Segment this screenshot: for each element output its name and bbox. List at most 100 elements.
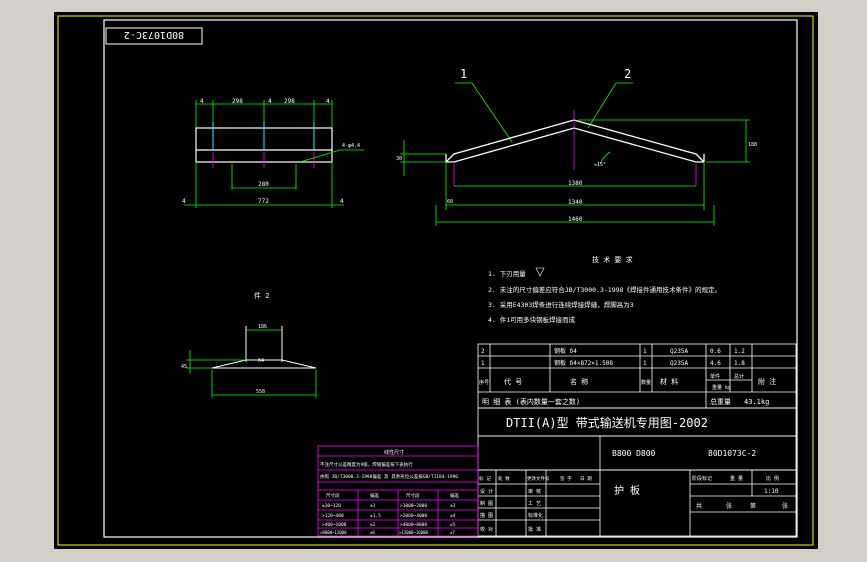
front-view: 1 2 30 188 ≈15° 1380 1340 1460 60 [396,67,757,226]
dim-298b: 298 [284,98,295,105]
tol-r3-c2: ±2 [370,522,376,528]
technical-notes: 技 术 要 求 1. 下刃用量 2. 未注的尺寸偏差应符合JB/T3000.3-… [488,255,721,324]
dim-1340: 1340 [568,199,583,206]
note-2: 2. 未注的尺寸偏差应符合JB/T3000.3-1998《焊接件通用技术条件》的… [488,285,721,294]
dim-1460: 1460 [568,216,583,223]
tol-r2-c3: >2000~4000 [400,513,427,519]
hdr-count: 处 数 [498,475,510,482]
bom-total-label: 总重量 [710,397,731,406]
bom-h-no: 序号 [479,379,489,386]
role-process: 工 艺 [528,501,541,507]
dim-30: 30 [396,156,402,162]
dim-772: 772 [258,198,269,205]
tol-title: 线性尺寸 [384,449,404,456]
role-standard: 标准化 [528,512,543,519]
tol-r2-c1: >120~400 [322,513,344,519]
tol-h-3: 尺寸段 [406,492,420,499]
bom-h-qty: 数量 [641,379,651,386]
dim-4d: 4 [182,198,186,205]
sheet-total-unit: 张 [726,502,732,510]
bom-r1-mat: Q235A [670,360,688,367]
sheet-current-unit: 张 [782,502,788,510]
scale-label: 比 例 [766,475,779,482]
role-approve: 批 准 [528,526,541,533]
callout-2: 2 [624,67,631,81]
part-name: 护 板 [614,484,640,497]
bom-r1-no: 1 [481,360,485,367]
hdr-date: 日 期 [580,476,592,482]
tol-r4-c3: >12000~16000 [399,530,428,535]
bom-r2-total: 1.2 [734,348,745,355]
sheet-current: 第 [750,502,756,510]
bom-r2-qty: 1 [643,348,647,355]
tol-line-1: 不注尺寸公差精度为9级，焊缝偏差按下表执行 [320,461,413,468]
bom-total-value: 43.1kg [744,398,769,406]
role-draw: 制 图 [480,500,493,507]
main-title: DTII(A)型 带式输送机专用图-2002 [506,415,708,430]
bom-r1-unit: 4.6 [710,360,721,367]
tol-r1-c2: ±1 [370,503,376,509]
bom-texts: 2 钢板 δ4 1 Q235A 0.6 1.2 1 钢板 δ4×872×1.50… [479,347,776,406]
dim-4a: 4 [200,98,204,105]
dim-4e: 4 [340,198,344,205]
stage-label: 阶段标记 [692,475,712,482]
tol-line-2: 依照 JB/T3000.3-1998偏差 及 其余形位公差按GB/T1184-1… [320,473,458,480]
tol-h-2: 偏差 [370,492,379,499]
part-dim-186: 186 [258,324,267,330]
title-block-lines [477,407,797,537]
role-check: 校 对 [480,526,493,533]
weight-label: 重 量 [730,475,743,482]
hdr-sign: 签 字 [560,475,572,482]
hdr-doc: 更改文件号 [527,475,550,482]
drawing-number: 80D1073C-2 [708,449,756,458]
bom-r2-unit: 0.6 [710,348,721,355]
tolerance-texts: 线性尺寸 不注尺寸公差精度为9级，焊缝偏差按下表执行 依照 JB/T3000.3… [320,449,459,535]
inner-frame [103,19,798,538]
end-view: 4 298 4 298 4 4-φ4.4 280 772 4 4 [182,98,364,208]
bom-h-name: 名 称 [570,377,588,386]
stamp-code-box: 80D1073C-2 [105,27,203,45]
scale-value: 1:10 [764,488,779,495]
bom-h-total: 总计 [734,373,744,380]
part-2-view: 件 2 186 δ4 45 558 [181,291,317,398]
tolerance-table [317,445,479,537]
tol-r3-c1: >400~1000 [322,522,347,528]
bom-r1-total: 1.8 [734,360,745,367]
role-trace: 描 图 [480,512,493,519]
tol-r4-c4: ±7 [450,530,455,535]
bom-r2-no: 2 [481,348,485,355]
tol-r3-c3: >4000~8000 [400,522,427,528]
tol-r2-c2: ±1.5 [370,513,381,519]
bom-h-mat: 材 料 [660,377,678,386]
size-text: B800 D800 [612,449,656,458]
tol-r4-c2: ±6 [370,530,375,535]
bom-h-weight: 重量 kg [712,384,731,391]
note-4: 4. 件1可用多块钢板焊接而成 [488,315,576,324]
tol-r2-c4: ±4 [450,513,456,519]
sheet-total: 共 [696,502,702,510]
bom-r2-name: 钢板 δ4 [554,347,577,355]
bom-r1-qty: 1 [643,360,647,367]
part-dim-d4: δ4 [258,358,264,364]
bom-r1-name: 钢板 δ4×872×1.508 [554,359,613,367]
note-1: 1. 下刃用量 [488,270,526,278]
role-design: 设 计 [480,488,493,495]
dim-188: 188 [748,142,757,148]
dim-60: 60 [447,199,453,205]
title-block-texts: DTII(A)型 带式输送机专用图-2002 B800 D800 80D1073… [479,415,788,533]
hdr-mark: 标 记 [479,475,491,482]
bom-h-remark: 附 注 [758,377,776,386]
role-review: 审 核 [528,488,541,495]
model-space [54,12,818,549]
stamp-code: 80D1073C-2 [124,29,184,40]
tol-r3-c4: ±5 [450,522,456,528]
dim-280: 280 [258,181,269,188]
tol-r4-c1: >8000~12000 [320,530,347,535]
notes-title: 技 术 要 求 [592,255,633,264]
dim-4phi: 4-φ4.4 [342,143,360,149]
tol-h-1: 尺寸段 [326,492,340,499]
dim-1380: 1380 [568,180,583,187]
bom-r2-mat: Q235A [670,348,688,355]
note-3: 3. 采用E4303焊条进行连续焊接焊缝，焊脚高为3 [488,300,634,309]
